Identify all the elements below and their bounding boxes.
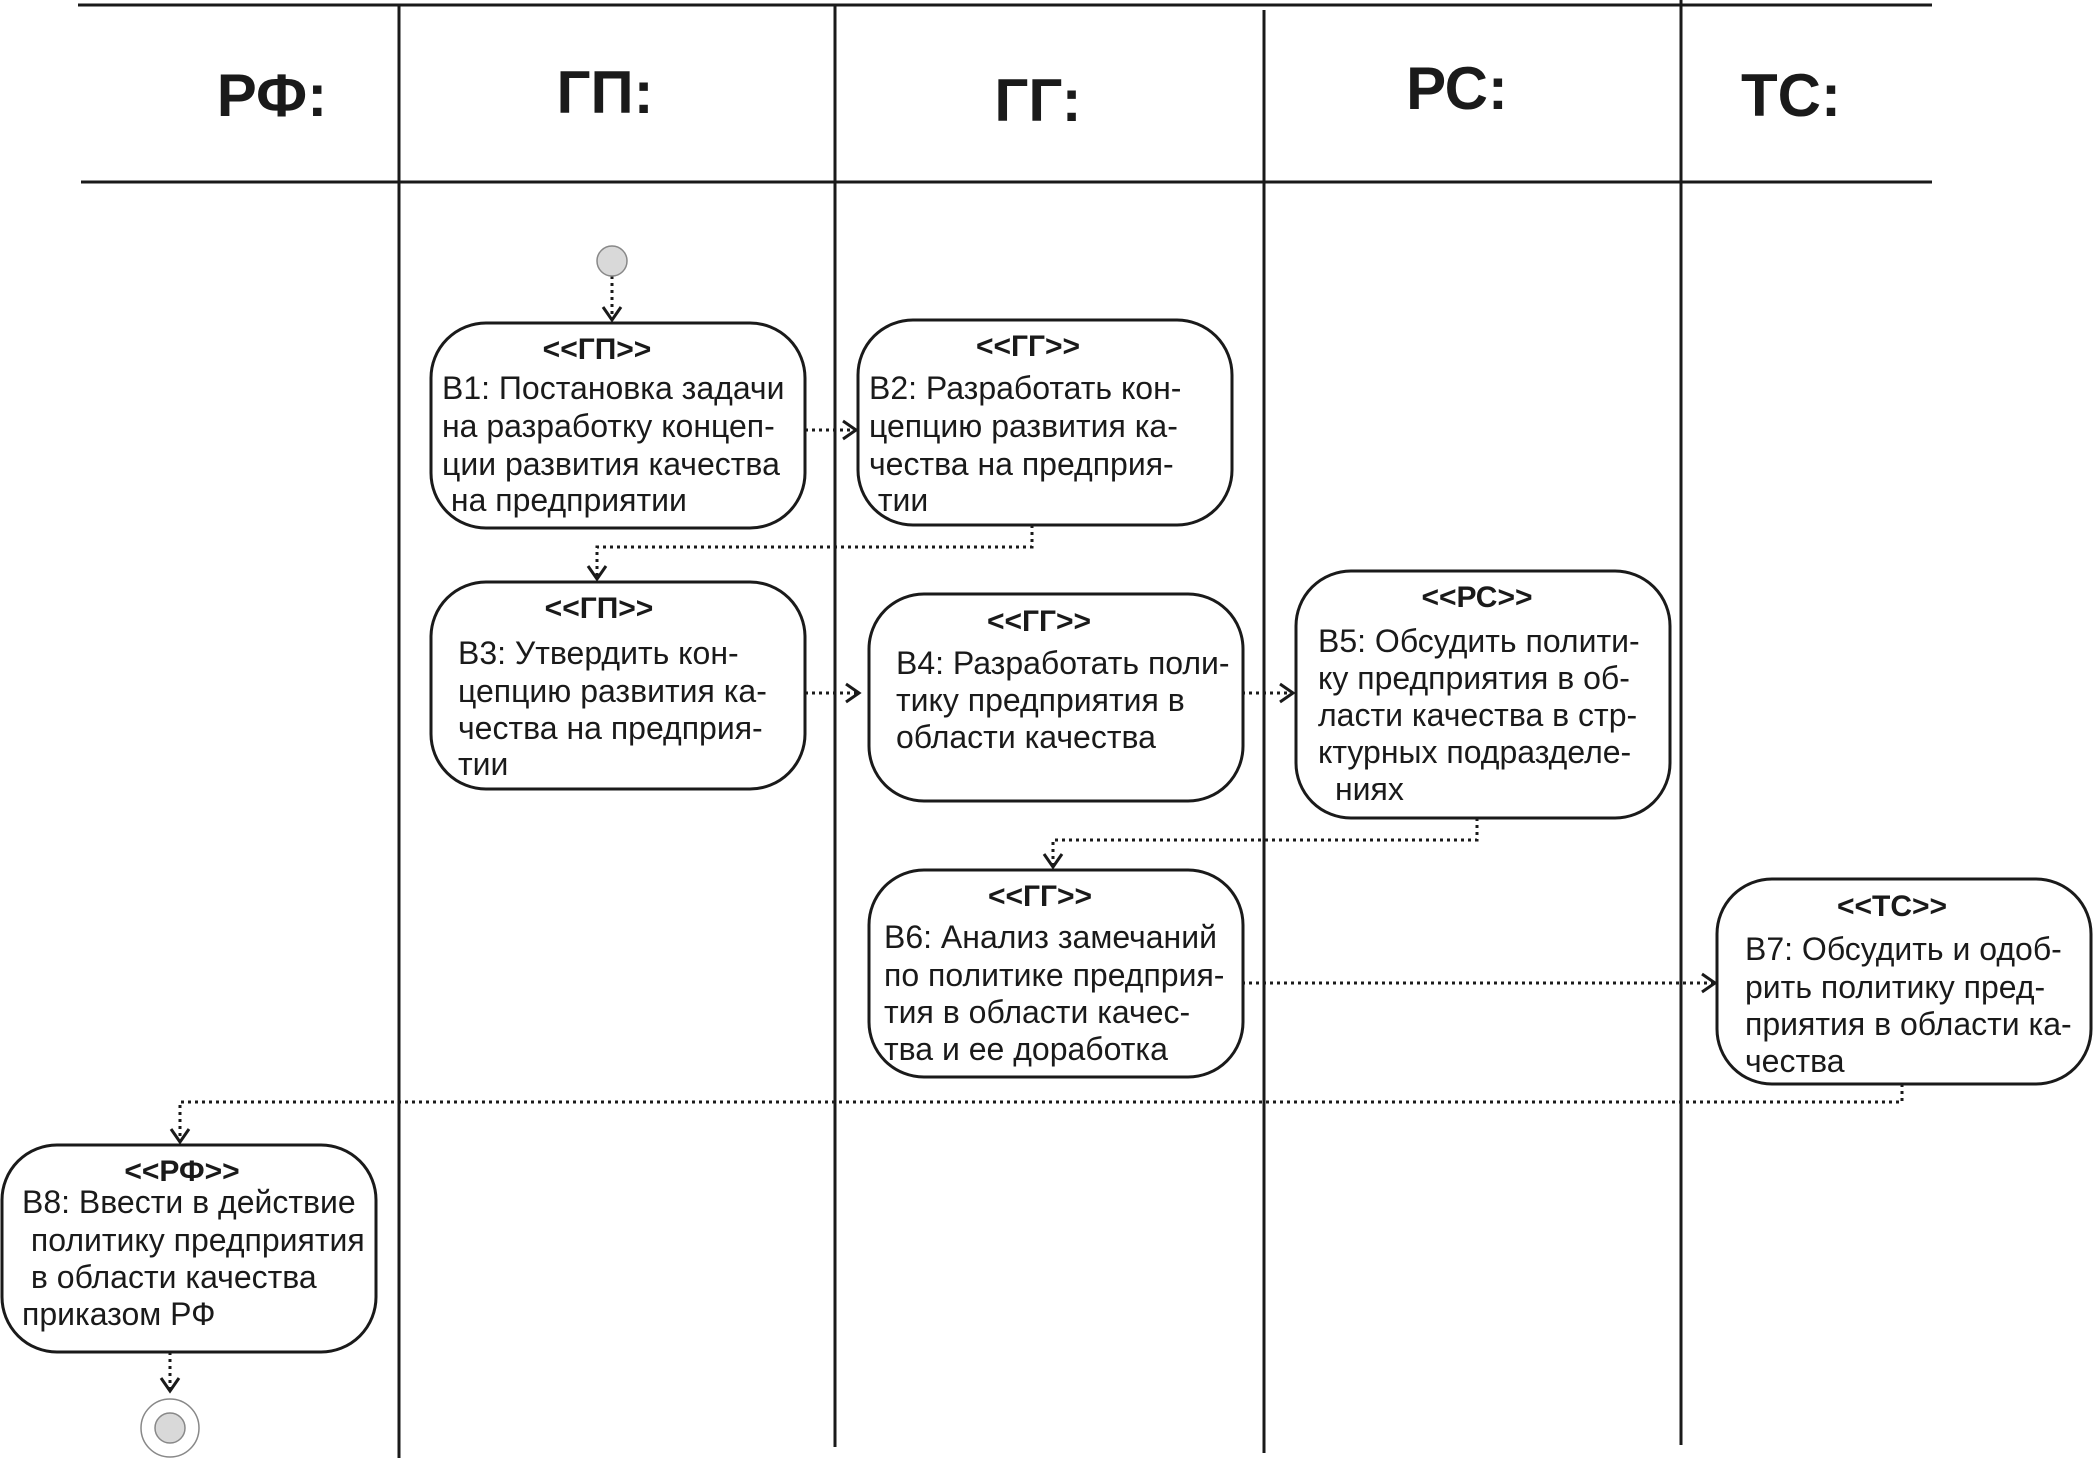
activity-line: ниях [1335, 771, 1404, 807]
activity-line: чества на предприя- [869, 446, 1174, 482]
activity-line: тва и ее доработка [884, 1031, 1168, 1067]
activity-b1: <<ГП>> В1: Постановка задачи на разработ… [429, 321, 807, 530]
lane-title-rf: РФ: [217, 62, 327, 129]
flow-b2-to-b3 [595, 525, 1034, 578]
arrowhead [1279, 682, 1296, 704]
arrowhead [842, 419, 859, 441]
activity-b2: <<ГГ>> В2: Разработать кон- цепцию разви… [856, 318, 1234, 527]
activity-line: области качества [896, 719, 1156, 755]
stereotype-label: <<ГГ>> [987, 605, 1091, 638]
arrowhead [845, 682, 862, 704]
initial-node [596, 245, 628, 277]
flow-b7-to-b8 [178, 1084, 1904, 1141]
activity-line: В1: Постановка задачи [442, 370, 784, 406]
stereotype-label: <<ГП>> [543, 333, 652, 366]
arrowhead [169, 1128, 191, 1145]
activity-line: чества на предприя- [458, 710, 763, 746]
activity-line: ку предприятия в об- [1318, 660, 1630, 696]
arrowhead [601, 306, 623, 323]
activity-line: В6: Анализ замечаний [884, 919, 1217, 955]
activity-line: тику предприятия в [896, 682, 1185, 718]
activity-line: В3: Утвердить кон- [458, 635, 739, 671]
stereotype-label: <<ТС>> [1837, 890, 1947, 923]
activity-line: тии [869, 482, 928, 518]
activity-line: тии [458, 746, 508, 782]
activity-line: приятия в области ка- [1745, 1006, 2072, 1042]
arrowhead [1701, 972, 1718, 994]
final-node [140, 1398, 200, 1458]
arrowhead [586, 565, 608, 582]
activity-line: ции развития качества [442, 446, 780, 482]
lane-titles: РФ: ГП: ГГ: РС: ТС: [217, 55, 1841, 134]
activity-line: по политике предприя- [884, 957, 1224, 993]
lane-title-ts: ТС: [1741, 62, 1841, 129]
activity-line: приказом РФ [22, 1296, 215, 1332]
activity-line: цепцию развития ка- [458, 673, 767, 709]
lane-title-rs: РС: [1406, 55, 1508, 122]
lane-title-gg: ГГ: [994, 67, 1081, 134]
lane-title-gp: ГП: [556, 59, 653, 126]
activity-line: на предприятии [442, 482, 687, 518]
stereotype-label: <<ГГ>> [976, 330, 1080, 363]
flow-b5-to-b6 [1051, 818, 1479, 866]
activity-line: цепцию развития ка- [869, 408, 1178, 444]
activity-line: на разработку концеп- [442, 408, 775, 444]
activity-b7: <<ТС>> В7: Обсудить и одоб- рить политик… [1715, 877, 2093, 1086]
activity-line: ктурных подразделе- [1318, 734, 1631, 770]
activity-line: рить политику пред- [1745, 969, 2045, 1005]
activity-line: ласти качества в стр- [1318, 697, 1637, 733]
activity-line: В8: Ввести в действие [22, 1184, 356, 1220]
activity-line: В7: Обсудить и одоб- [1745, 931, 2062, 967]
activity-line: чества [1745, 1043, 1845, 1079]
stereotype-label: <<РС>> [1421, 581, 1532, 614]
stereotype-label: <<ГП>> [545, 592, 654, 625]
swimlane-grid [78, 0, 1932, 1458]
arrowhead [1042, 853, 1064, 870]
activity-b3: <<ГП>> В3: Утвердить кон- цепцию развити… [429, 580, 807, 791]
control-flows [159, 276, 1904, 1394]
activity-line: тия в области качес- [884, 994, 1190, 1030]
activity-line: В5: Обсудить полити- [1318, 623, 1640, 659]
activity-b8: <<РФ>> В8: Ввести в действие политику пр… [0, 1143, 378, 1354]
stereotype-label: <<РФ>> [124, 1155, 239, 1188]
stereotype-label: <<ГГ>> [988, 880, 1092, 913]
activity-line: В4: Разработать поли- [896, 645, 1230, 681]
activity-line: В2: Разработать кон- [869, 370, 1181, 406]
arrowhead [159, 1377, 181, 1394]
activity-b4: <<ГГ>> В4: Разработать поли- тику предпр… [867, 592, 1245, 803]
activity-line: в области качества [22, 1259, 317, 1295]
activity-b5: <<РС>> В5: Обсудить полити- ку предприят… [1294, 569, 1672, 820]
activity-line: политику предприятия [22, 1222, 365, 1258]
activity-b6: <<ГГ>> В6: Анализ замечаний по политике … [867, 868, 1245, 1079]
